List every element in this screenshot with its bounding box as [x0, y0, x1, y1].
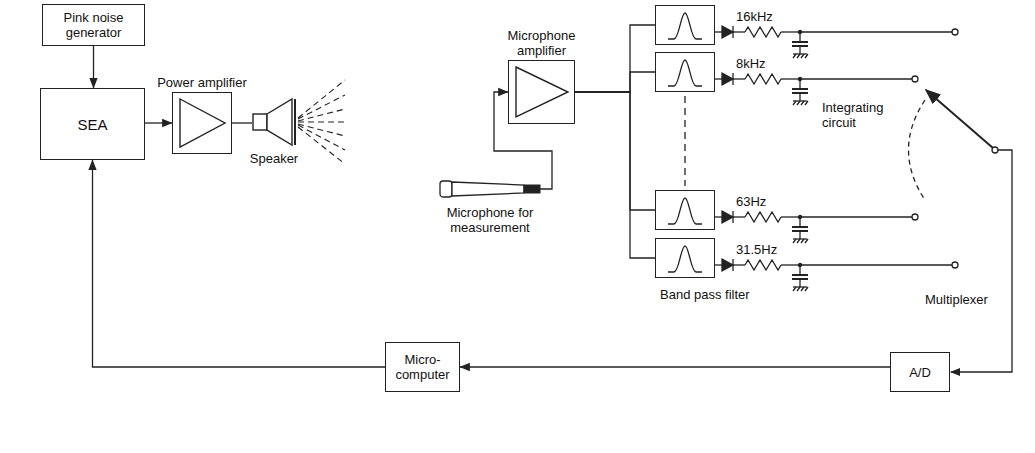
amplifier-triangle	[173, 93, 231, 153]
band-pass-filter: 16kHz	[655, 5, 715, 45]
generator-box: Pink noise generator	[42, 4, 145, 46]
integrating-circuits	[715, 26, 808, 291]
node-text: Micro-computer	[390, 352, 455, 382]
integrating-circuit	[715, 26, 808, 58]
sound-rays	[298, 80, 345, 164]
band-pass-filter: 63Hz	[655, 190, 715, 230]
filter-label: Band pass filter	[660, 287, 770, 302]
node-text: Pink noise generator	[47, 10, 140, 40]
sea-box: SEA	[40, 88, 145, 160]
connector	[575, 72, 655, 92]
connector	[145, 122, 172, 123]
circuit-label: Integrating circuit	[822, 100, 902, 130]
computer-box: Micro-computer	[385, 342, 460, 392]
node-label: 31.5Hz	[736, 242, 777, 257]
speaker-drawing	[252, 98, 296, 146]
connector	[93, 160, 386, 367]
microphone-drawing	[440, 178, 540, 200]
connector	[575, 92, 655, 210]
node-text: SEA	[77, 117, 107, 132]
speaker-symbol: Speaker	[252, 98, 296, 146]
connector	[232, 122, 252, 123]
multiplexer-switch	[800, 29, 1012, 372]
connector	[575, 25, 655, 92]
amplifier-box: Microphone amplifier	[508, 60, 575, 124]
node-label: Microphone for measurement	[435, 205, 545, 235]
band-pass-curve	[656, 6, 714, 44]
connector	[460, 366, 890, 367]
node-label: Speaker	[239, 151, 309, 166]
switch-label: Multiplexer	[925, 292, 1005, 307]
node-label: Microphone amplifier	[497, 28, 587, 58]
integrating-circuit	[715, 73, 808, 105]
converter-box: A/D	[890, 352, 950, 392]
node-label: 8kHz	[736, 56, 766, 71]
band-pass-curve	[656, 53, 714, 91]
connector	[93, 46, 94, 88]
integrating-circuit	[715, 259, 808, 291]
omitted-filters	[684, 96, 685, 186]
band-pass-filter: 31.5Hz	[655, 238, 715, 278]
node-label: Power amplifier	[142, 75, 262, 90]
band-pass-filter: 8kHz	[655, 52, 715, 92]
node-label: 16kHz	[736, 9, 773, 24]
amplifier-triangle	[509, 61, 574, 123]
band-pass-curve	[656, 191, 714, 229]
amplifier-box: Power amplifier	[172, 92, 232, 154]
band-pass-curve	[656, 239, 714, 277]
microphone-symbol: Microphone for measurement	[440, 178, 540, 200]
connector	[575, 92, 655, 258]
node-label: 63Hz	[736, 194, 766, 209]
integrating-circuit	[715, 211, 808, 243]
node-text: A/D	[909, 365, 931, 380]
